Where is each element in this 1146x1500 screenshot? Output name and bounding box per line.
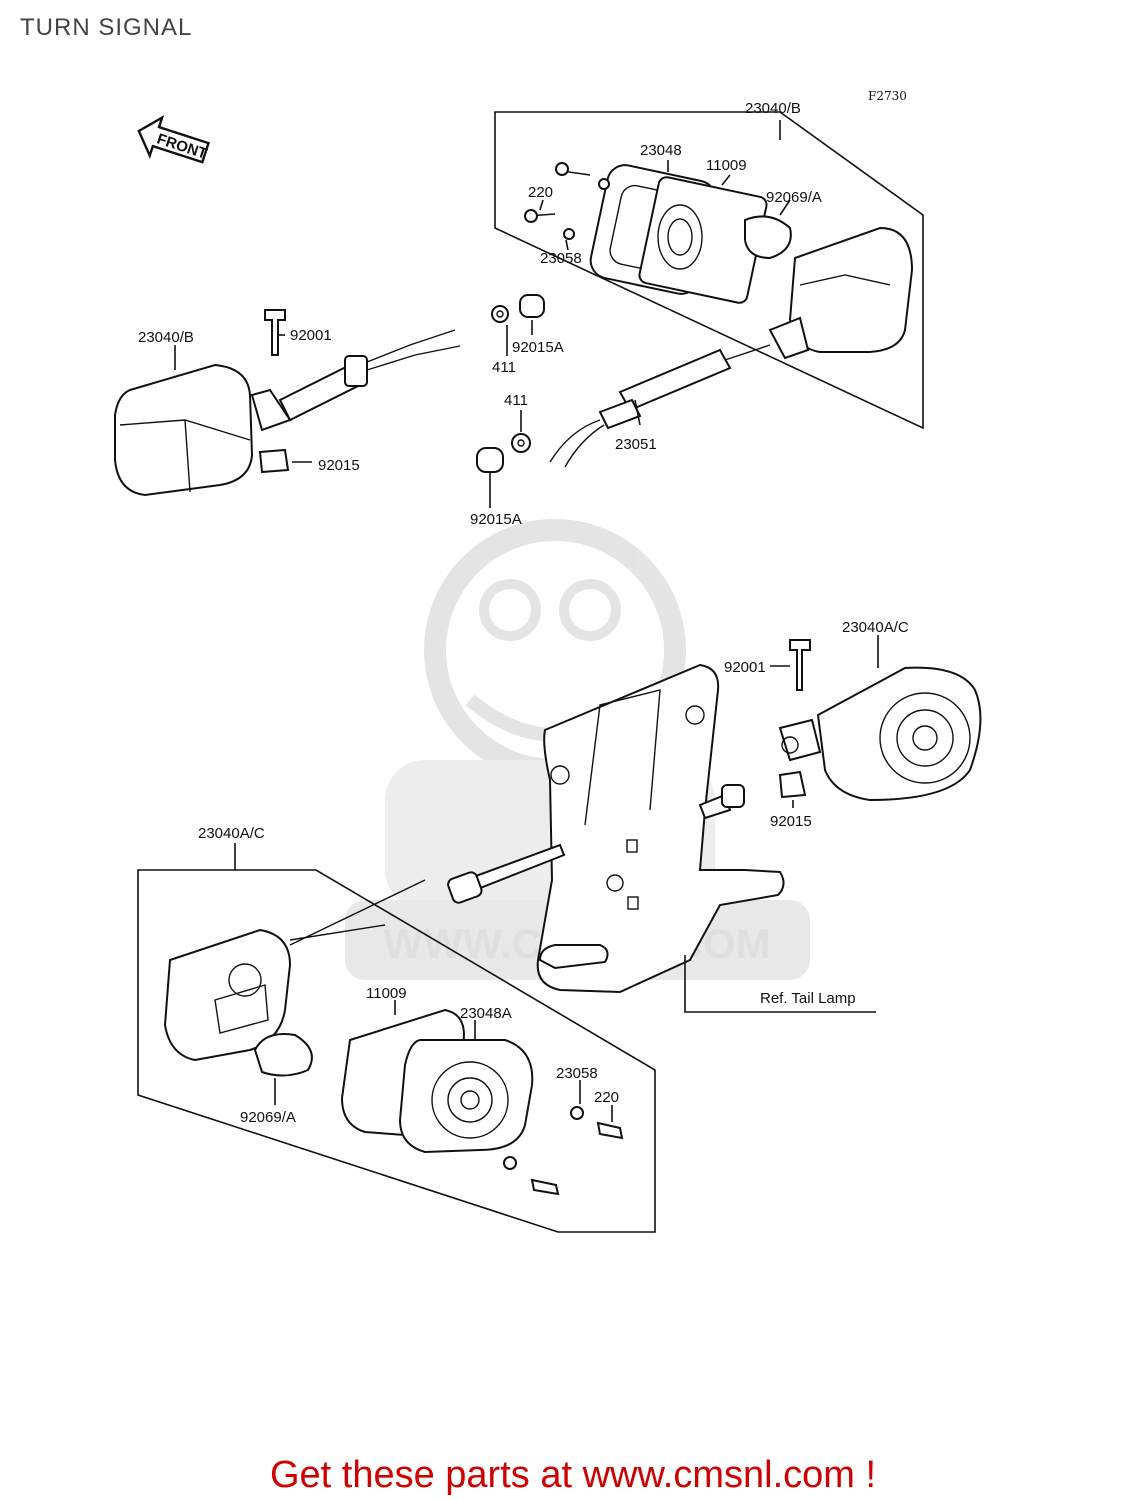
label-23058-top: 23058 <box>540 250 582 267</box>
footer-promo-link[interactable]: Get these parts at www.cmsnl.com ! <box>269 1454 877 1496</box>
leader-lines <box>174 120 879 1122</box>
top-detail-bracket <box>494 111 924 430</box>
label-92001-top: 92001 <box>290 327 332 344</box>
top-lens-assembly <box>524 162 792 304</box>
label-23048: 23048 <box>640 142 682 159</box>
label-11009-bottom: 11009 <box>366 985 407 1002</box>
label-92015a-a: 92015A <box>512 339 564 356</box>
label-23040ac-right: 23040A/C <box>842 619 909 636</box>
rear-lens-assembly <box>163 879 624 1196</box>
label-411-a: 411 <box>492 359 516 376</box>
label-92015-right: 92015 <box>770 813 812 830</box>
label-23040b-top: 23040/B <box>745 100 801 117</box>
front-arrow-icon: FRONT <box>137 114 210 164</box>
label-ref-tail-lamp: Ref. Tail Lamp <box>760 990 856 1007</box>
center-small-parts <box>476 294 642 473</box>
label-92015-left: 92015 <box>318 457 360 474</box>
label-92069a-top: 92069/A <box>766 189 822 206</box>
right-front-turn-signal <box>618 226 914 412</box>
label-11009-top: 11009 <box>706 157 747 174</box>
mounting-studs <box>447 639 811 904</box>
figure-code: F2730 <box>868 89 907 103</box>
bottom-detail-bracket <box>137 869 656 1233</box>
left-front-turn-signal <box>114 309 461 497</box>
label-23048a: 23048A <box>460 1005 512 1022</box>
label-92069a-bottom: 92069/A <box>240 1109 296 1126</box>
label-23058-bottom: 23058 <box>556 1065 598 1082</box>
label-23051: 23051 <box>615 436 657 453</box>
page-title: TURN SIGNAL <box>20 14 193 41</box>
label-23040ac-left: 23040A/C <box>198 825 265 842</box>
right-rear-turn-signal <box>778 666 982 802</box>
label-92001-right: 92001 <box>724 659 766 676</box>
label-23040b-left: 23040/B <box>138 329 194 346</box>
license-bracket <box>536 663 785 994</box>
label-220-bottom: 220 <box>594 1089 619 1106</box>
label-220-top: 220 <box>528 184 553 201</box>
label-411-b: 411 <box>504 392 528 409</box>
label-92015a-b: 92015A <box>470 511 522 528</box>
